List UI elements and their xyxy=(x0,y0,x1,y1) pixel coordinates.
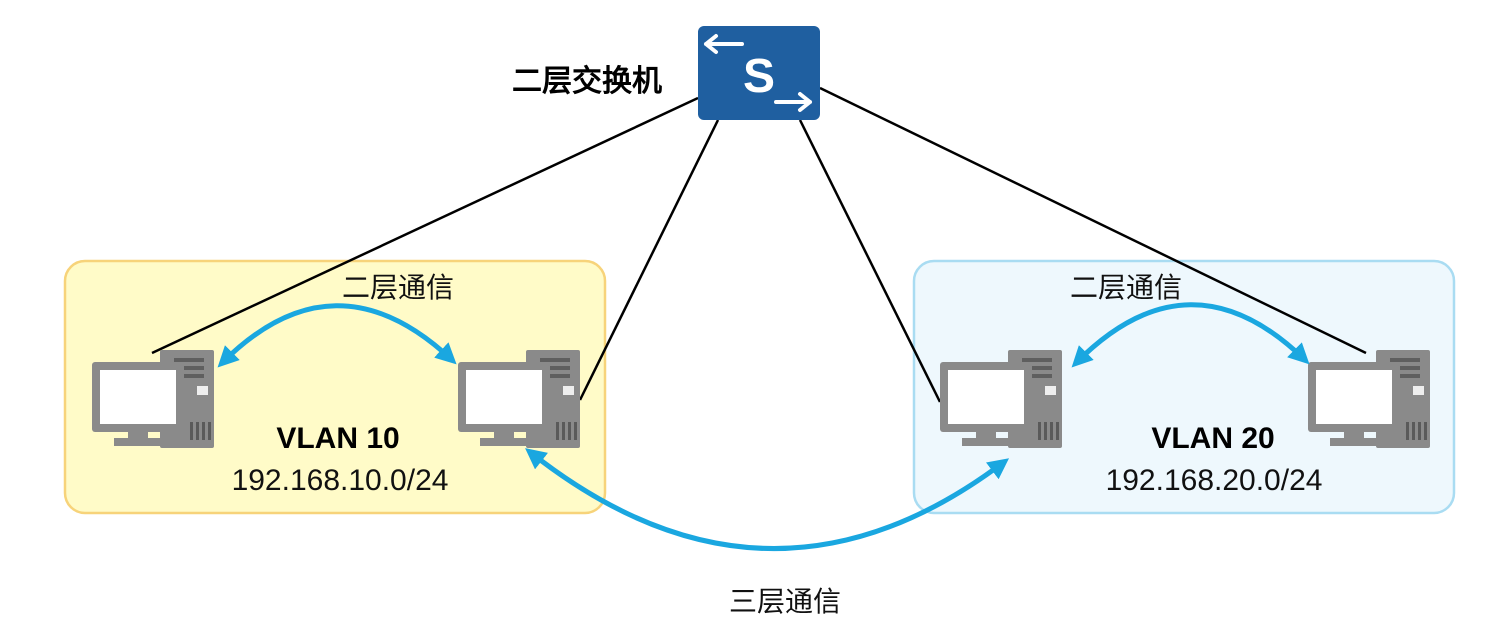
l2-comm-arrow-vlan20 xyxy=(1071,302,1310,368)
link-switch-pc4 xyxy=(819,86,1367,355)
vlan-20-l2-label: 二层通信 xyxy=(1070,271,1182,304)
link-switch-pc1 xyxy=(151,96,699,355)
vlan-20-name: VLAN 20 xyxy=(1151,422,1274,455)
vlan-10-l2-label: 二层通信 xyxy=(342,271,454,304)
vlan-10-subnet: 192.168.10.0/24 xyxy=(232,464,449,497)
layer2-switch-icon: S xyxy=(698,26,820,120)
vlan-20-zone xyxy=(912,259,1456,515)
vlan-20-subnet: 192.168.20.0/24 xyxy=(1106,464,1323,497)
l2-comm-arrow-vlan10 xyxy=(217,303,457,368)
switch-label: 二层交换机 xyxy=(512,64,662,99)
l3-comm-label: 三层通信 xyxy=(729,585,841,618)
l3-comm-arrow xyxy=(525,448,1010,551)
vlan-10-name: VLAN 10 xyxy=(276,422,399,455)
link-switch-pc2 xyxy=(578,119,720,401)
switch-glyph: S xyxy=(743,50,775,103)
link-switch-pc3 xyxy=(798,119,942,403)
vlan-10-zone xyxy=(63,259,607,515)
